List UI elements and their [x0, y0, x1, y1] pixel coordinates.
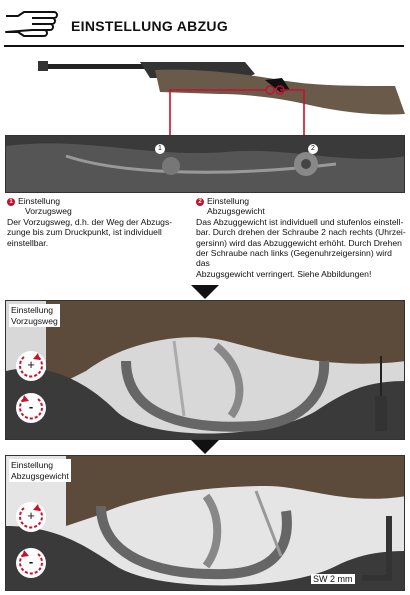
allen-key-size-label: SW 2 mm	[311, 574, 355, 584]
page-title: EINSTELLUNG ABZUG	[71, 18, 229, 34]
caption-line: Abzugsgewicht verringert. Siehe Abbildun…	[196, 268, 372, 279]
vorzugsweg-photo-panel: Einstellung Vorzugsweg + -	[5, 300, 405, 440]
minus-label: -	[28, 554, 34, 569]
callout-2-badge: 2	[196, 197, 204, 206]
caption-line: bar. Durch drehen der Schraube 2 nach re…	[196, 227, 406, 238]
caption-line: zunge bis zum Druckpunkt, ist individuel…	[7, 227, 162, 238]
plus-label: +	[27, 357, 35, 372]
minus-label: -	[28, 399, 34, 414]
screw-1-marker: 1	[155, 144, 165, 154]
rotate-clockwise-plus-icon: +	[16, 351, 46, 381]
abzugsgewicht-photo-art	[6, 456, 404, 590]
rotate-clockwise-plus-icon: +	[16, 502, 46, 532]
abzugsgewicht-label: Einstellung Abzugsgewicht	[9, 459, 71, 482]
caption-line: gersinn) wird das Abzuggewicht erhöht. D…	[196, 237, 402, 248]
callout-1-badge: 1	[7, 197, 15, 206]
down-arrow-icon	[191, 440, 219, 454]
abzugsgewicht-photo-panel: Einstellung Abzugsgewicht + - SW 2 mm	[5, 455, 405, 591]
rotate-counterclockwise-minus-icon: -	[16, 393, 46, 423]
caption-line: Der Vorzugsweg, d.h. der Weg der Abzugs-	[7, 216, 173, 227]
down-arrow-icon	[191, 285, 219, 299]
caption-line: einstellbar.	[7, 237, 49, 248]
rotate-counterclockwise-minus-icon: -	[16, 548, 46, 578]
rifle-illustration	[38, 61, 405, 115]
vorzugsweg-photo-art	[6, 301, 404, 439]
abzugsgewicht-label-line1: Einstellung	[11, 460, 54, 470]
callout-connectors	[169, 85, 305, 156]
title-divider	[4, 45, 404, 47]
plus-label: +	[27, 508, 35, 523]
trigger-screws-photo-art	[6, 136, 404, 192]
caption-vorzugsweg-subheading: Vorzugsweg	[25, 206, 72, 217]
vorzugsweg-label-line2: Vorzugsweg	[11, 315, 58, 326]
vorzugsweg-label: Einstellung Vorzugsweg	[9, 304, 60, 327]
abzugsgewicht-label-line2: Abzugsgewicht	[11, 470, 69, 481]
caption-line: Das Abzuggewicht ist individuell und stu…	[196, 216, 404, 227]
screw-2-marker: 2	[308, 144, 318, 154]
trigger-screws-photo: 1 2	[5, 135, 405, 193]
caption-abzugsgewicht-subheading: Abzugsgewicht	[207, 206, 265, 217]
vorzugsweg-label-line1: Einstellung	[11, 305, 54, 315]
pointing-hand-icon	[5, 11, 58, 37]
caption-line: der Schraube nach links (Gegenuhrzeigers…	[196, 248, 392, 269]
